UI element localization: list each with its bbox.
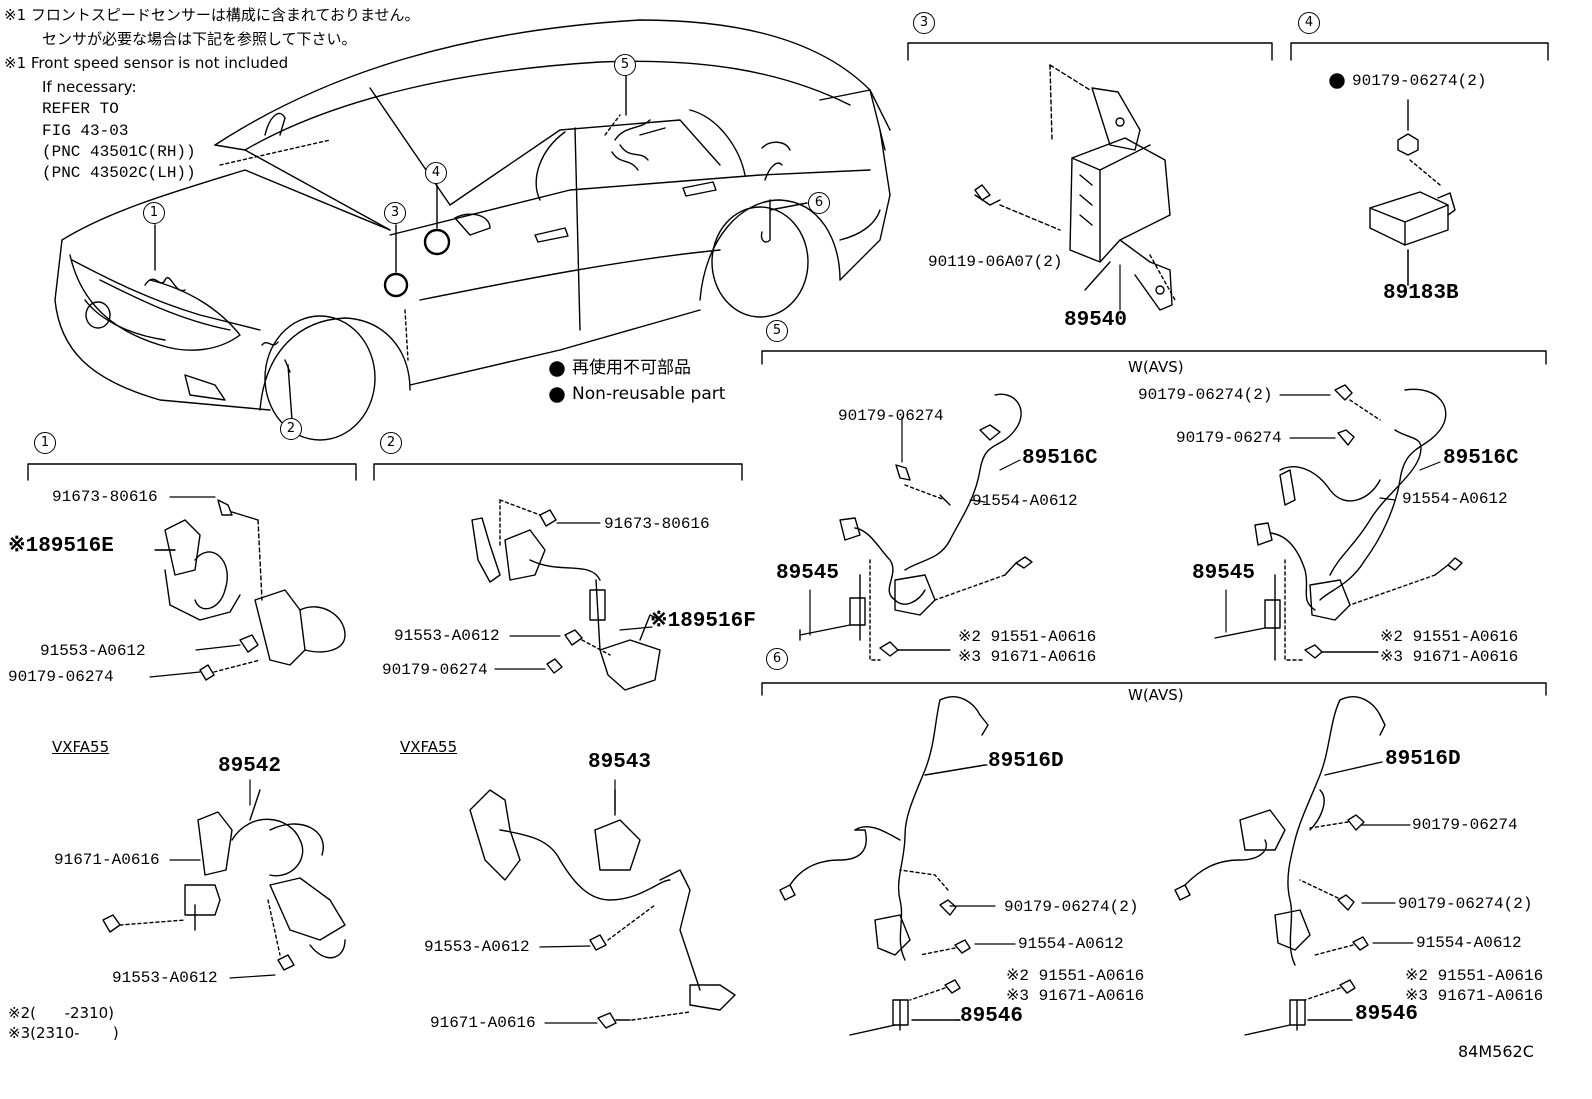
s3-part[interactable]: 89540 bbox=[1064, 309, 1128, 332]
s6l-sensor[interactable]: 89546 bbox=[960, 1005, 1024, 1028]
s6l-bolt3[interactable]: ※3 91671-A0616 bbox=[1006, 987, 1145, 1005]
section4-number: 4 bbox=[1298, 12, 1320, 34]
s4-nut[interactable]: 90179-06274(2) bbox=[1352, 72, 1487, 90]
s6l-nut2[interactable]: 90179-06274(2) bbox=[1004, 898, 1139, 916]
s6l-bolt2[interactable]: ※2 91551-A0616 bbox=[1006, 967, 1145, 985]
s5-right-illustration bbox=[1214, 384, 1463, 661]
s1-bolt-b[interactable]: 91553-A0612 bbox=[40, 642, 146, 660]
s6l-harness[interactable]: 89516D bbox=[988, 750, 1064, 773]
note-en-line5: (PNC 43501C(RH)) bbox=[42, 143, 196, 161]
s2-part[interactable]: 89543 bbox=[588, 751, 652, 774]
s5r-sensor[interactable]: 89545 bbox=[1192, 562, 1256, 585]
s5l-bolt2[interactable]: ※2 91551-A0616 bbox=[958, 628, 1097, 646]
s6-right-illustration bbox=[1174, 696, 1386, 1036]
vehicle-illustration bbox=[54, 19, 891, 441]
s5-left-illustration bbox=[799, 393, 1033, 661]
s1-bolt-c[interactable]: 91671-A0616 bbox=[54, 851, 160, 869]
s5l-nut[interactable]: 90179-06274 bbox=[838, 407, 944, 425]
note-jp-line1: ※1 フロントスピードセンサーは構成に含まれておりません。 bbox=[4, 6, 420, 24]
s5r-nut[interactable]: 90179-06274 bbox=[1176, 429, 1282, 447]
callout-5[interactable]: 5 bbox=[614, 54, 636, 76]
figure-code: 84M562C bbox=[1458, 1042, 1534, 1061]
leader-lines bbox=[149, 64, 1441, 1024]
note-en-line4: FIG 43-03 bbox=[42, 122, 129, 140]
s6-variant: W(AVS) bbox=[1128, 686, 1184, 704]
callout-3[interactable]: 3 bbox=[384, 202, 406, 224]
s1-bolt-a[interactable]: 91673-80616 bbox=[52, 488, 158, 506]
s4-part[interactable]: 89183B bbox=[1383, 282, 1459, 305]
s5l-bolt3[interactable]: ※3 91671-A0616 bbox=[958, 648, 1097, 666]
s6r-bolt2[interactable]: ※2 91551-A0616 bbox=[1405, 967, 1544, 985]
s2-illustration bbox=[471, 499, 661, 691]
s2-bolt-d[interactable]: 91671-A0616 bbox=[430, 1014, 536, 1032]
note-en-line3: REFER TO bbox=[42, 100, 119, 118]
s2-bolt-b[interactable]: 91553-A0612 bbox=[394, 627, 500, 645]
note-en-line1: ※1 Front speed sensor is not included bbox=[4, 54, 289, 72]
yaw-sensor-illustration bbox=[1369, 99, 1456, 286]
s2-bolt-a[interactable]: 91673-80616 bbox=[604, 515, 710, 533]
s6r-sensor[interactable]: 89546 bbox=[1355, 1003, 1419, 1026]
s1-harness[interactable]: ※189516E bbox=[8, 535, 114, 558]
section6-number: 6 bbox=[766, 648, 788, 670]
s5r-bolt3[interactable]: ※3 91671-A0616 bbox=[1380, 648, 1519, 666]
s5r-bolt2[interactable]: ※2 91551-A0616 bbox=[1380, 628, 1519, 646]
s5l-harness[interactable]: 89516C bbox=[1022, 447, 1098, 470]
s5r-bolt[interactable]: 91554-A0612 bbox=[1402, 490, 1508, 508]
note-en-line2: If necessary: bbox=[42, 78, 137, 96]
s2-nut[interactable]: 90179-06274 bbox=[382, 661, 488, 679]
s6l-bolt[interactable]: 91554-A0612 bbox=[1018, 935, 1124, 953]
section3-number: 3 bbox=[913, 12, 935, 34]
s6r-nut[interactable]: 90179-06274 bbox=[1412, 816, 1518, 834]
s3-bolt[interactable]: 90119-06A07(2) bbox=[928, 253, 1063, 271]
s1-variant: VXFA55 bbox=[52, 738, 110, 756]
note-en-line6: (PNC 43502C(LH)) bbox=[42, 164, 196, 182]
s5-variant: W(AVS) bbox=[1128, 358, 1184, 376]
callout-6[interactable]: 6 bbox=[808, 192, 830, 214]
callout-1[interactable]: 1 bbox=[143, 202, 165, 224]
s5r-harness[interactable]: 89516C bbox=[1443, 447, 1519, 470]
section-brackets bbox=[27, 42, 1549, 696]
s6r-harness[interactable]: 89516D bbox=[1385, 748, 1461, 771]
s5l-sensor[interactable]: 89545 bbox=[776, 562, 840, 585]
ecu-illustration bbox=[974, 64, 1176, 311]
note-jp-line2: センサが必要な場合は下記を参照して下さい。 bbox=[42, 30, 357, 48]
s5l-bolt[interactable]: 91554-A0612 bbox=[972, 492, 1078, 510]
s6r-nut2[interactable]: 90179-06274(2) bbox=[1398, 895, 1533, 913]
s6r-bolt[interactable]: 91554-A0612 bbox=[1416, 934, 1522, 952]
s2-bolt-c[interactable]: 91553-A0612 bbox=[424, 938, 530, 956]
s5r-nut2[interactable]: 90179-06274(2) bbox=[1138, 386, 1273, 404]
s2-variant: VXFA55 bbox=[400, 738, 458, 756]
s1-part[interactable]: 89542 bbox=[218, 755, 282, 778]
footnote-2: ※2( -2310) bbox=[8, 1004, 115, 1022]
s1-nut[interactable]: 90179-06274 bbox=[8, 668, 114, 686]
s2-harness[interactable]: ※189516F bbox=[650, 610, 756, 633]
callout-4[interactable]: 4 bbox=[425, 162, 447, 184]
section1-number: 1 bbox=[34, 432, 56, 454]
s2-lower-illustration bbox=[469, 789, 736, 1029]
s6-left-illustration bbox=[779, 696, 989, 1036]
legend-jp: 再使用不可部品 bbox=[572, 358, 691, 378]
section2-number: 2 bbox=[380, 432, 402, 454]
callout-2[interactable]: 2 bbox=[280, 418, 302, 440]
legend-en: Non-reusable part bbox=[572, 384, 726, 404]
s1-illustration bbox=[154, 499, 346, 681]
section5-number: 5 bbox=[766, 320, 788, 342]
s1-bolt-d[interactable]: 91553-A0612 bbox=[112, 969, 218, 987]
s6r-bolt3[interactable]: ※3 91671-A0616 bbox=[1405, 987, 1544, 1005]
s1-lower-illustration bbox=[102, 789, 346, 971]
footnote-3: ※3(2310- ) bbox=[8, 1024, 119, 1042]
